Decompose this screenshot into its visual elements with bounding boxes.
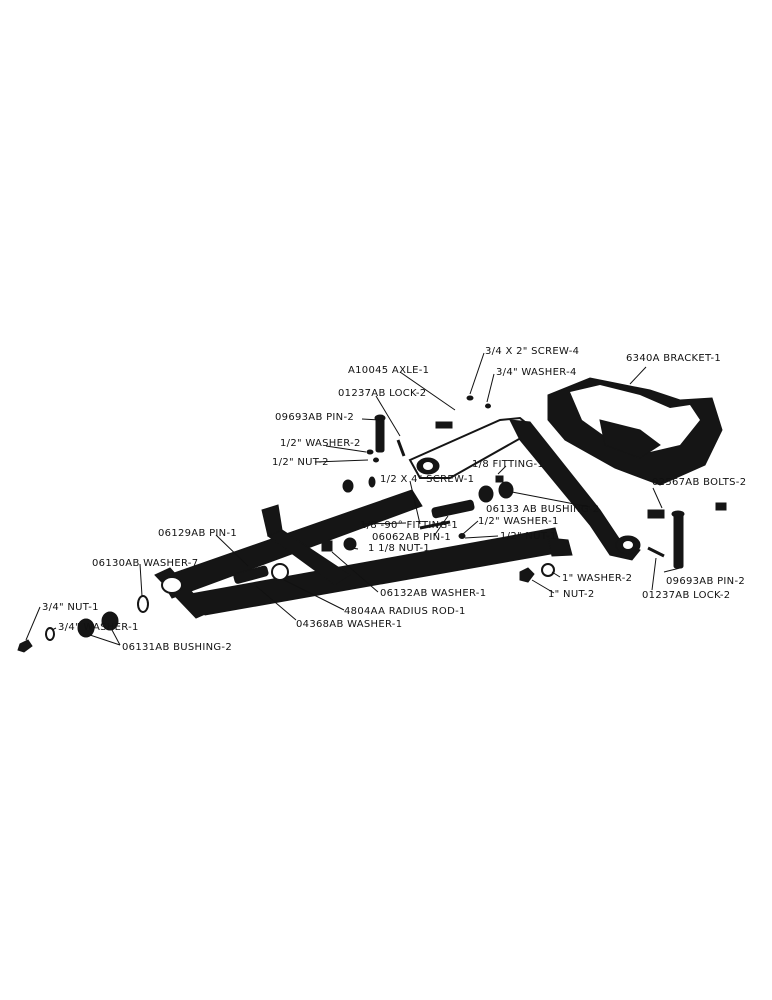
label-bushing-06131: 06131AB BUSHING-2	[122, 642, 232, 653]
label-screw-3-4x2: 3/4 X 2" SCREW-4	[485, 346, 579, 357]
pin-right-drawing	[671, 510, 685, 569]
label-axle: A10045 AXLE-1	[348, 365, 429, 376]
label-pin-06062: 06062AB PIN-1	[372, 532, 451, 543]
bracket-drawing	[547, 377, 723, 486]
label-washer-3-4-top: 3/4" WASHER-4	[496, 367, 577, 378]
label-washer-3-4-left: 3/4" WASHER-1	[58, 622, 139, 633]
label-bracket: 6340A BRACKET-1	[626, 353, 721, 364]
label-screw-1-2x4: 1/2 X 4" SCREW-1	[380, 474, 474, 485]
label-washer-1in: 1" WASHER-2	[562, 573, 632, 584]
label-fitting-90: 1/8 -90° FITTING-1	[360, 520, 458, 531]
label-bolts: 02567AB BOLTS-2	[652, 477, 746, 488]
label-pin-right: 09693AB PIN-2	[666, 576, 745, 587]
label-pin-06129: 06129AB PIN-1	[158, 528, 237, 539]
leader-lines	[25, 352, 681, 646]
label-washer-1-2-top: 1/2" WASHER-2	[280, 438, 361, 449]
label-nut-1-2-mid: 1/2" NUT-1	[500, 531, 557, 542]
label-nut-1-2-top: 1/2" NUT-2	[272, 457, 329, 468]
small-hardware	[17, 395, 727, 653]
label-washer-06130: 06130AB WASHER-7	[92, 558, 198, 569]
label-fitting-top: 1/8 FITTING-1	[472, 459, 544, 470]
label-washer-04368: 04368AB WASHER-1	[296, 619, 402, 630]
label-bushing-06133: 06133 AB BUSHING-2	[486, 504, 599, 515]
label-radius-rod: 4804AA RADIUS ROD-1	[344, 606, 466, 617]
label-nut-1-1-8: 1 1/8 NUT-1	[368, 543, 430, 554]
axle-drawing	[408, 416, 641, 561]
lock-right-drawing	[647, 546, 665, 558]
label-nut-1in: 1" NUT-2	[548, 589, 595, 600]
label-lock-right: 01237AB LOCK-2	[642, 590, 730, 601]
label-nut-3-4: 3/4" NUT-1	[42, 602, 99, 613]
label-washer-06132: 06132AB WASHER-1	[380, 588, 486, 599]
label-pin-left: 09693AB PIN-2	[275, 412, 354, 423]
label-lock-left: 01237AB LOCK-2	[338, 388, 426, 399]
lock-left-drawing	[396, 439, 406, 457]
radius-rod-drawing	[154, 489, 573, 619]
pin-left-drawing	[374, 414, 386, 453]
label-washer-1-2-mid: 1/2" WASHER-1	[478, 516, 559, 527]
